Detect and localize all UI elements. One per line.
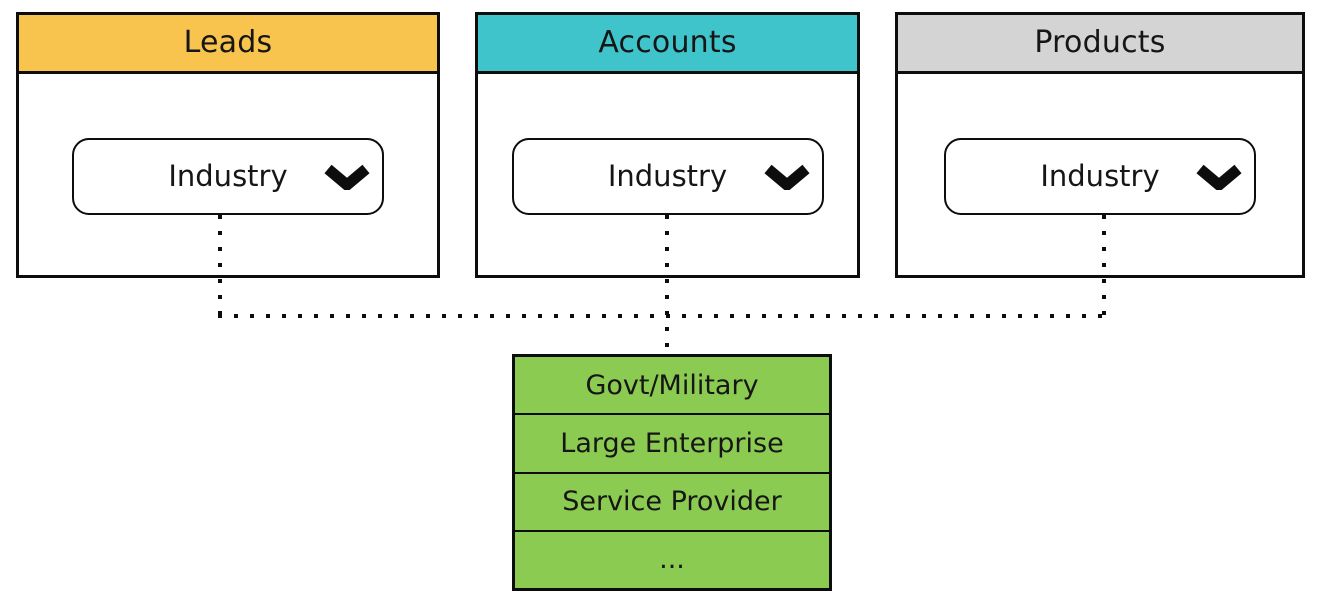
- connector-leads-vertical: [218, 215, 222, 317]
- industry-dropdown-leads[interactable]: Industry: [72, 138, 384, 215]
- industry-dropdown-accounts[interactable]: Industry: [511, 138, 824, 215]
- connector-horizontal-bus: [218, 314, 1106, 318]
- connector-products-vertical: [1102, 215, 1106, 317]
- industry-dropdown-products[interactable]: Industry: [944, 138, 1256, 215]
- chevron-down-icon: [763, 164, 810, 190]
- chevron-down-icon: [324, 164, 370, 190]
- products-card: Products Industry: [895, 12, 1305, 278]
- list-item: Large Enterprise: [515, 415, 829, 474]
- accounts-card-header: Accounts: [478, 15, 857, 74]
- accounts-card: Accounts Industry: [475, 12, 860, 278]
- connector-accounts-vertical: [665, 215, 669, 355]
- dropdown-label: Industry: [607, 159, 728, 193]
- list-item: Govt/Military: [515, 357, 829, 416]
- list-item: Service Provider: [515, 474, 829, 532]
- leads-card-header: Leads: [19, 15, 437, 74]
- products-card-header: Products: [898, 15, 1302, 74]
- dropdown-label: Industry: [1040, 159, 1160, 193]
- chevron-down-icon: [1196, 164, 1242, 190]
- industry-values-list: Govt/Military Large Enterprise Service P…: [512, 354, 832, 591]
- list-item: ...: [659, 544, 685, 576]
- dropdown-label: Industry: [168, 159, 288, 193]
- leads-card: Leads Industry: [16, 12, 440, 278]
